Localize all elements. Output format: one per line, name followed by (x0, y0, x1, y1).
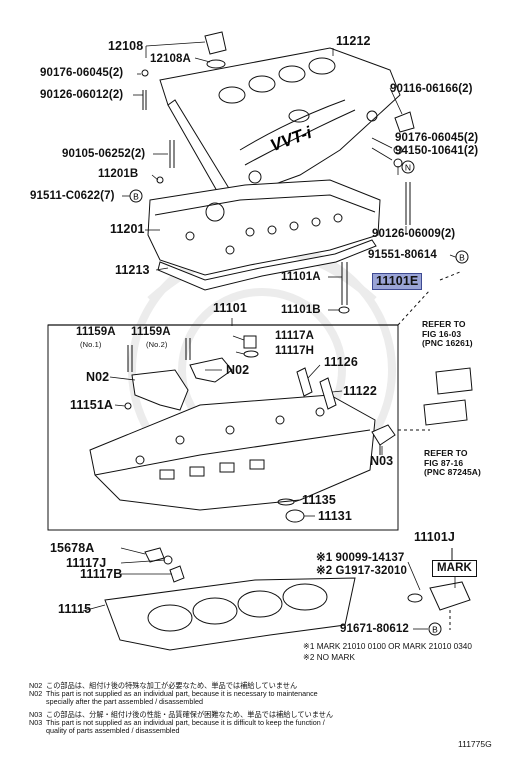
callout-n03[interactable]: N03 (370, 454, 394, 468)
callout-90126-06012[interactable]: 90126-06012(2) (40, 89, 124, 101)
callout-11159A-no2-note: (No.2) (146, 340, 168, 349)
callout-11101B[interactable]: 11101B (281, 304, 321, 316)
callout-90176-06045-right[interactable]: 90176-06045(2) (395, 132, 479, 144)
footnote-mark2: ※2 NO MARK (303, 653, 355, 662)
head-cover-gasket-11213 (157, 239, 377, 291)
sensor-11101J (407, 548, 471, 630)
illustration-code: 111775G (458, 739, 492, 749)
callout-12108A[interactable]: 12108A (150, 53, 191, 65)
callout-11101E-highlighted[interactable]: 11101E (372, 273, 423, 290)
note-row: specially after the part assembled / dis… (46, 697, 204, 706)
studs-11159A (127, 338, 191, 372)
callout-12108[interactable]: 12108 (108, 39, 144, 53)
cylinder-head-11101 (89, 394, 376, 511)
circled-letter-n: N (401, 160, 415, 174)
parts-15678A (144, 547, 185, 583)
callout-91671-80612[interactable]: 91671-80612 (340, 623, 409, 635)
callout-11101J[interactable]: 11101J (414, 530, 455, 544)
ref1-line3: (PNC 16261) (422, 338, 473, 348)
union-n03 (371, 424, 396, 446)
bolt-11101A (338, 262, 350, 314)
callout-15678A[interactable]: 15678A (50, 541, 95, 555)
plug-11117A (243, 335, 257, 349)
svg-text:N: N (405, 163, 411, 173)
stud-bolts-left (141, 69, 175, 184)
svg-text:B: B (459, 253, 465, 263)
callout-11135[interactable]: 11135 (302, 493, 336, 507)
refer-fig-87-16[interactable]: REFER TO FIG 87-16 (PNC 87245A) (424, 448, 481, 478)
callout-11117J[interactable]: 11117J (66, 556, 107, 570)
callout-11201[interactable]: 11201 (110, 222, 145, 236)
footnote-mark1: ※1 MARK 21010 0100 OR MARK 21010 0340 (303, 642, 472, 651)
callout-90126-06009[interactable]: 90126-06009(2) (372, 228, 456, 240)
head-gasket-11115 (104, 577, 356, 651)
gasket-11117H (243, 350, 259, 358)
camshaft-housing-11201 (147, 179, 381, 276)
callout-11117H[interactable]: 11117H (275, 345, 314, 357)
callout-11131[interactable]: 11131 (318, 509, 352, 523)
ref2-line1: REFER TO (424, 448, 468, 458)
ref2-line3: (PNC 87245A) (424, 467, 481, 477)
callout-11201B[interactable]: 11201B (98, 168, 139, 180)
callout-11159A-no2[interactable]: 11159A (131, 326, 171, 338)
callout-11212[interactable]: 11212 (336, 34, 371, 48)
ref1-line1: REFER TO (422, 319, 466, 329)
callout-11126[interactable]: 11126 (324, 355, 358, 369)
callout-11122[interactable]: 11122 (343, 384, 377, 398)
circled-letter-b-3: B (428, 622, 442, 636)
water-pipes-ref (423, 367, 473, 426)
callout-11101[interactable]: 11101 (213, 301, 247, 315)
oil-filler-cap-12108 (204, 31, 227, 69)
bearing-cap-n02-left (131, 369, 189, 411)
svg-text:B: B (133, 192, 139, 202)
guide-11122 (319, 377, 337, 410)
circled-letter-b-2: B (455, 250, 469, 264)
callout-n02-mid[interactable]: N02 (226, 363, 250, 377)
head-cover-11212 (159, 47, 401, 207)
callout-90176-06045-top[interactable]: 90176-06045(2) (40, 67, 124, 79)
circled-letter-b-1: B (129, 189, 143, 203)
callout-91511-C0622[interactable]: 91511-C0622(7) (30, 190, 115, 202)
seal-11131 (285, 509, 305, 523)
mark-footnotes: ※1 MARK 21010 0100 OR MARK 21010 0340 ※2… (303, 641, 472, 663)
callout-91551-80614[interactable]: 91551-80614 (368, 249, 437, 261)
callout-94150-10641[interactable]: 94150-10641(2) (395, 145, 479, 157)
note-row: quality of parts assembled / disassemble… (46, 726, 180, 735)
callout-90116-06166[interactable]: 90116-06166(2) (390, 83, 473, 95)
callout-11159A-no1[interactable]: 11159A (76, 326, 116, 338)
refer-fig-16-03[interactable]: REFER TO FIG 16-03 (PNC 16261) (422, 319, 473, 349)
callout-11159A-no1-note: (No.1) (80, 340, 102, 349)
callout-G1917-32010[interactable]: ※2 G1917-32010 (316, 565, 407, 577)
callout-11213[interactable]: 11213 (115, 263, 150, 277)
svg-text:B: B (432, 625, 438, 635)
callout-11117A[interactable]: 11117A (275, 330, 314, 342)
callout-11101A[interactable]: 11101A (281, 271, 321, 283)
plug-11151A (124, 402, 132, 410)
guide-11126 (296, 367, 313, 397)
leader-lines (82, 41, 459, 630)
callout-11117B[interactable]: 11117B (80, 567, 123, 581)
stud-bolts-right (393, 111, 415, 225)
ref1-line2: FIG 16-03 (422, 328, 462, 339)
callout-n02-left[interactable]: N02 (86, 370, 110, 384)
callout-11115[interactable]: 11115 (58, 602, 92, 616)
mark-box: MARK (432, 560, 477, 577)
ref2-line2: FIG 87-16 (424, 457, 464, 468)
callout-90105-06252[interactable]: 90105-06252(2) (62, 148, 146, 160)
callout-11151A[interactable]: 11151A (70, 398, 114, 412)
callout-90099-14137[interactable]: ※1 90099-14137 (316, 552, 405, 564)
